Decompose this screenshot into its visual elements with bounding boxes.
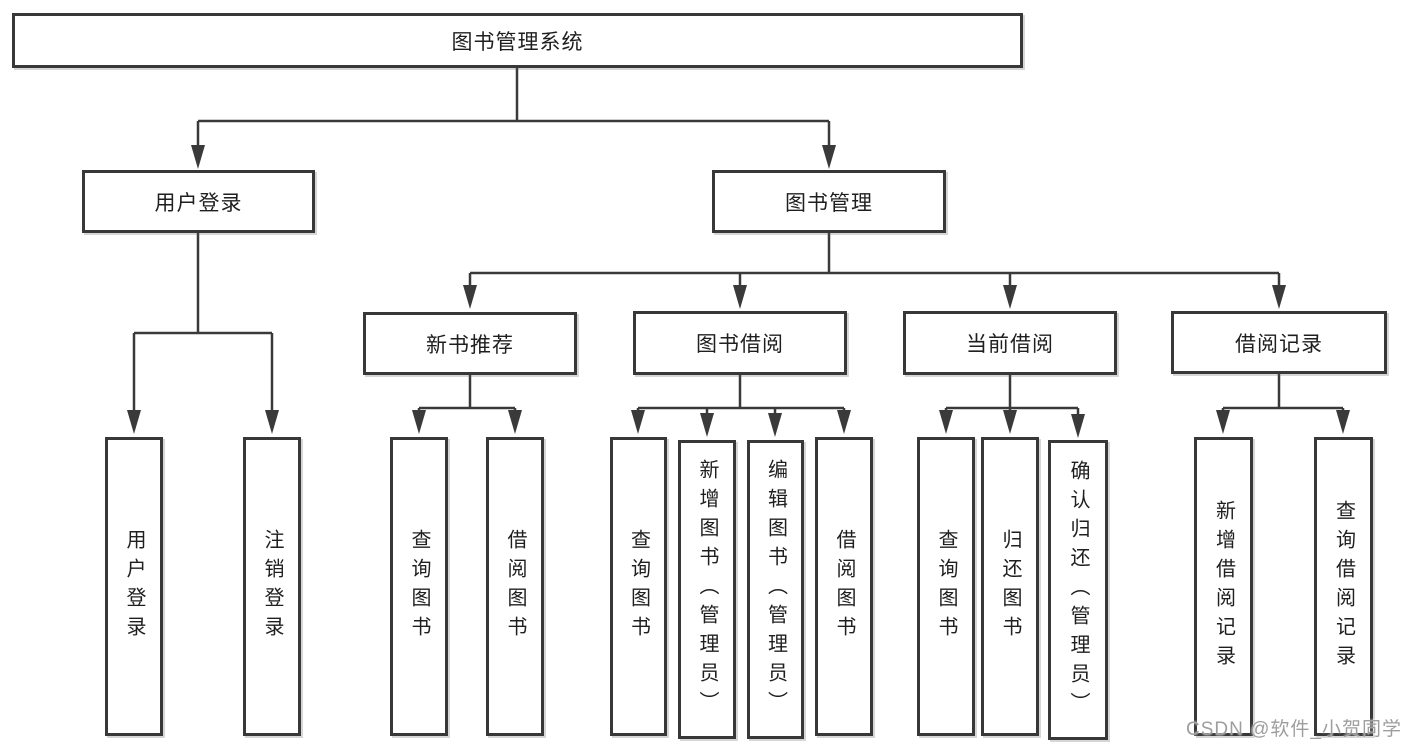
arrowhead bbox=[265, 410, 279, 434]
watermark: CSDN @软件_小贺同学 bbox=[1186, 719, 1402, 740]
arrowhead bbox=[1071, 414, 1085, 438]
arrowhead bbox=[463, 285, 477, 309]
arrowhead bbox=[191, 145, 205, 169]
leaf-label: 查询图书 bbox=[935, 528, 957, 645]
leaf-logout: 注销登录 bbox=[243, 437, 301, 736]
connector-book-management bbox=[468, 233, 1281, 287]
leaf-borrow-books: 借阅图书 bbox=[815, 437, 873, 736]
leaf-add-borrow-record: 新增借阅记录 bbox=[1194, 437, 1253, 736]
node-book-borrow: 图书借阅 bbox=[633, 311, 847, 375]
arrowhead bbox=[700, 413, 714, 437]
arrowhead bbox=[1272, 285, 1286, 309]
connector-current-borrow bbox=[944, 375, 1080, 415]
arrowhead bbox=[127, 410, 141, 434]
arrowhead bbox=[837, 410, 851, 434]
node-book-management: 图书管理 bbox=[712, 170, 946, 233]
leaf-query-books-borrow: 查询图书 bbox=[610, 437, 667, 736]
connector-root-to-level2 bbox=[196, 68, 831, 146]
leaf-user-login: 用户登录 bbox=[105, 437, 163, 736]
leaf-query-books-recommend: 查询图书 bbox=[390, 437, 448, 736]
leaf-query-borrow-record: 查询借阅记录 bbox=[1314, 437, 1373, 736]
leaf-edit-book-admin: 编辑图书（管理员） bbox=[747, 440, 804, 739]
leaf-label: 用户登录 bbox=[123, 528, 145, 645]
leaf-label: 新增借阅记录 bbox=[1212, 499, 1235, 674]
connector-new-book-recommend bbox=[417, 375, 517, 412]
leaf-borrow-books-recommend: 借阅图书 bbox=[486, 437, 544, 736]
leaf-label: 编辑图书（管理员） bbox=[764, 459, 787, 720]
leaf-return-books: 归还图书 bbox=[981, 437, 1039, 736]
arrowhead bbox=[768, 413, 782, 437]
leaf-add-book-admin: 新增图书（管理员） bbox=[678, 440, 736, 739]
arrowhead bbox=[631, 410, 645, 434]
leaf-label: 确认归还（管理员） bbox=[1067, 459, 1089, 721]
node-borrow-records: 借阅记录 bbox=[1171, 311, 1387, 374]
arrowhead bbox=[1216, 410, 1230, 434]
arrowhead bbox=[412, 410, 426, 434]
connector-book-borrow bbox=[636, 375, 846, 414]
arrowhead bbox=[733, 285, 747, 309]
arrowhead bbox=[822, 145, 836, 169]
leaf-label: 归还图书 bbox=[999, 528, 1021, 645]
node-new-book-recommend: 新书推荐 bbox=[363, 312, 577, 375]
leaf-label: 新增图书（管理员） bbox=[696, 459, 718, 720]
arrowhead bbox=[1336, 410, 1350, 434]
arrowhead bbox=[508, 410, 522, 434]
node-user-login: 用户登录 bbox=[82, 170, 315, 233]
leaf-query-books-current: 查询图书 bbox=[917, 437, 975, 736]
leaf-label: 查询借阅记录 bbox=[1332, 499, 1355, 674]
node-root: 图书管理系统 bbox=[12, 13, 1023, 68]
leaf-label: 查询图书 bbox=[627, 528, 650, 645]
arrowhead bbox=[1003, 285, 1017, 309]
leaf-label: 注销登录 bbox=[261, 528, 283, 645]
arrowhead bbox=[1003, 410, 1017, 434]
arrowhead bbox=[939, 410, 953, 434]
leaf-label: 借阅图书 bbox=[833, 528, 855, 645]
connector-borrow-records bbox=[1221, 374, 1345, 412]
connector-user-login bbox=[132, 233, 274, 412]
leaf-label: 借阅图书 bbox=[504, 528, 526, 645]
leaf-confirm-return-admin: 确认归还（管理员） bbox=[1048, 440, 1108, 740]
leaf-label: 查询图书 bbox=[408, 528, 430, 645]
node-current-borrow: 当前借阅 bbox=[903, 311, 1117, 375]
